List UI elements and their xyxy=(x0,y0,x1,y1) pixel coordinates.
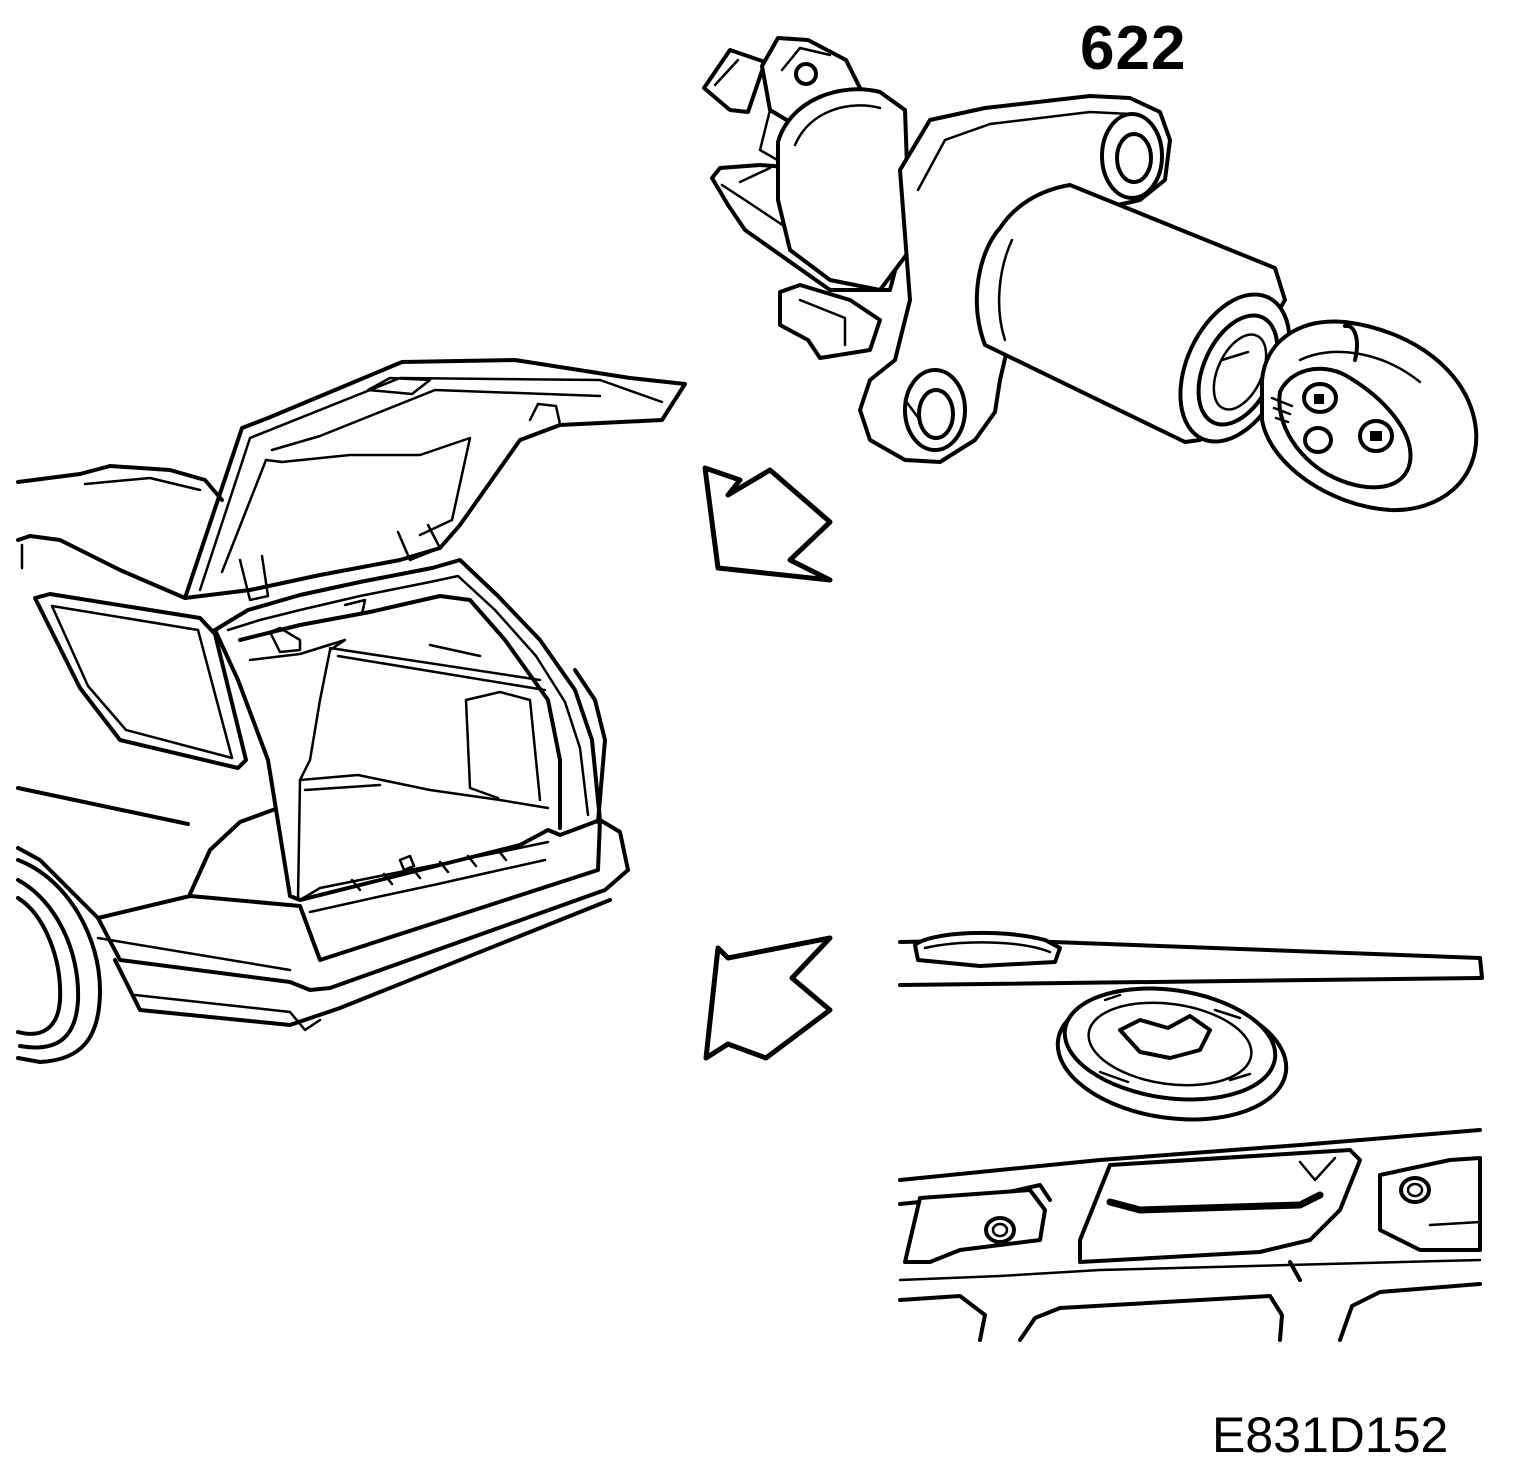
tailgate-lock-location-detail xyxy=(898,930,1484,1342)
key-fob xyxy=(1260,319,1479,513)
tailgate-lock-cylinder xyxy=(702,36,1292,464)
pointer-arrow-up-left xyxy=(703,935,833,1061)
pointer-arrow-down-left xyxy=(702,465,833,583)
figure-code-label: E831D152 xyxy=(1212,1407,1449,1463)
part-number-label: 622 xyxy=(1080,14,1187,83)
car-rear-open-tailgate xyxy=(16,358,687,1064)
